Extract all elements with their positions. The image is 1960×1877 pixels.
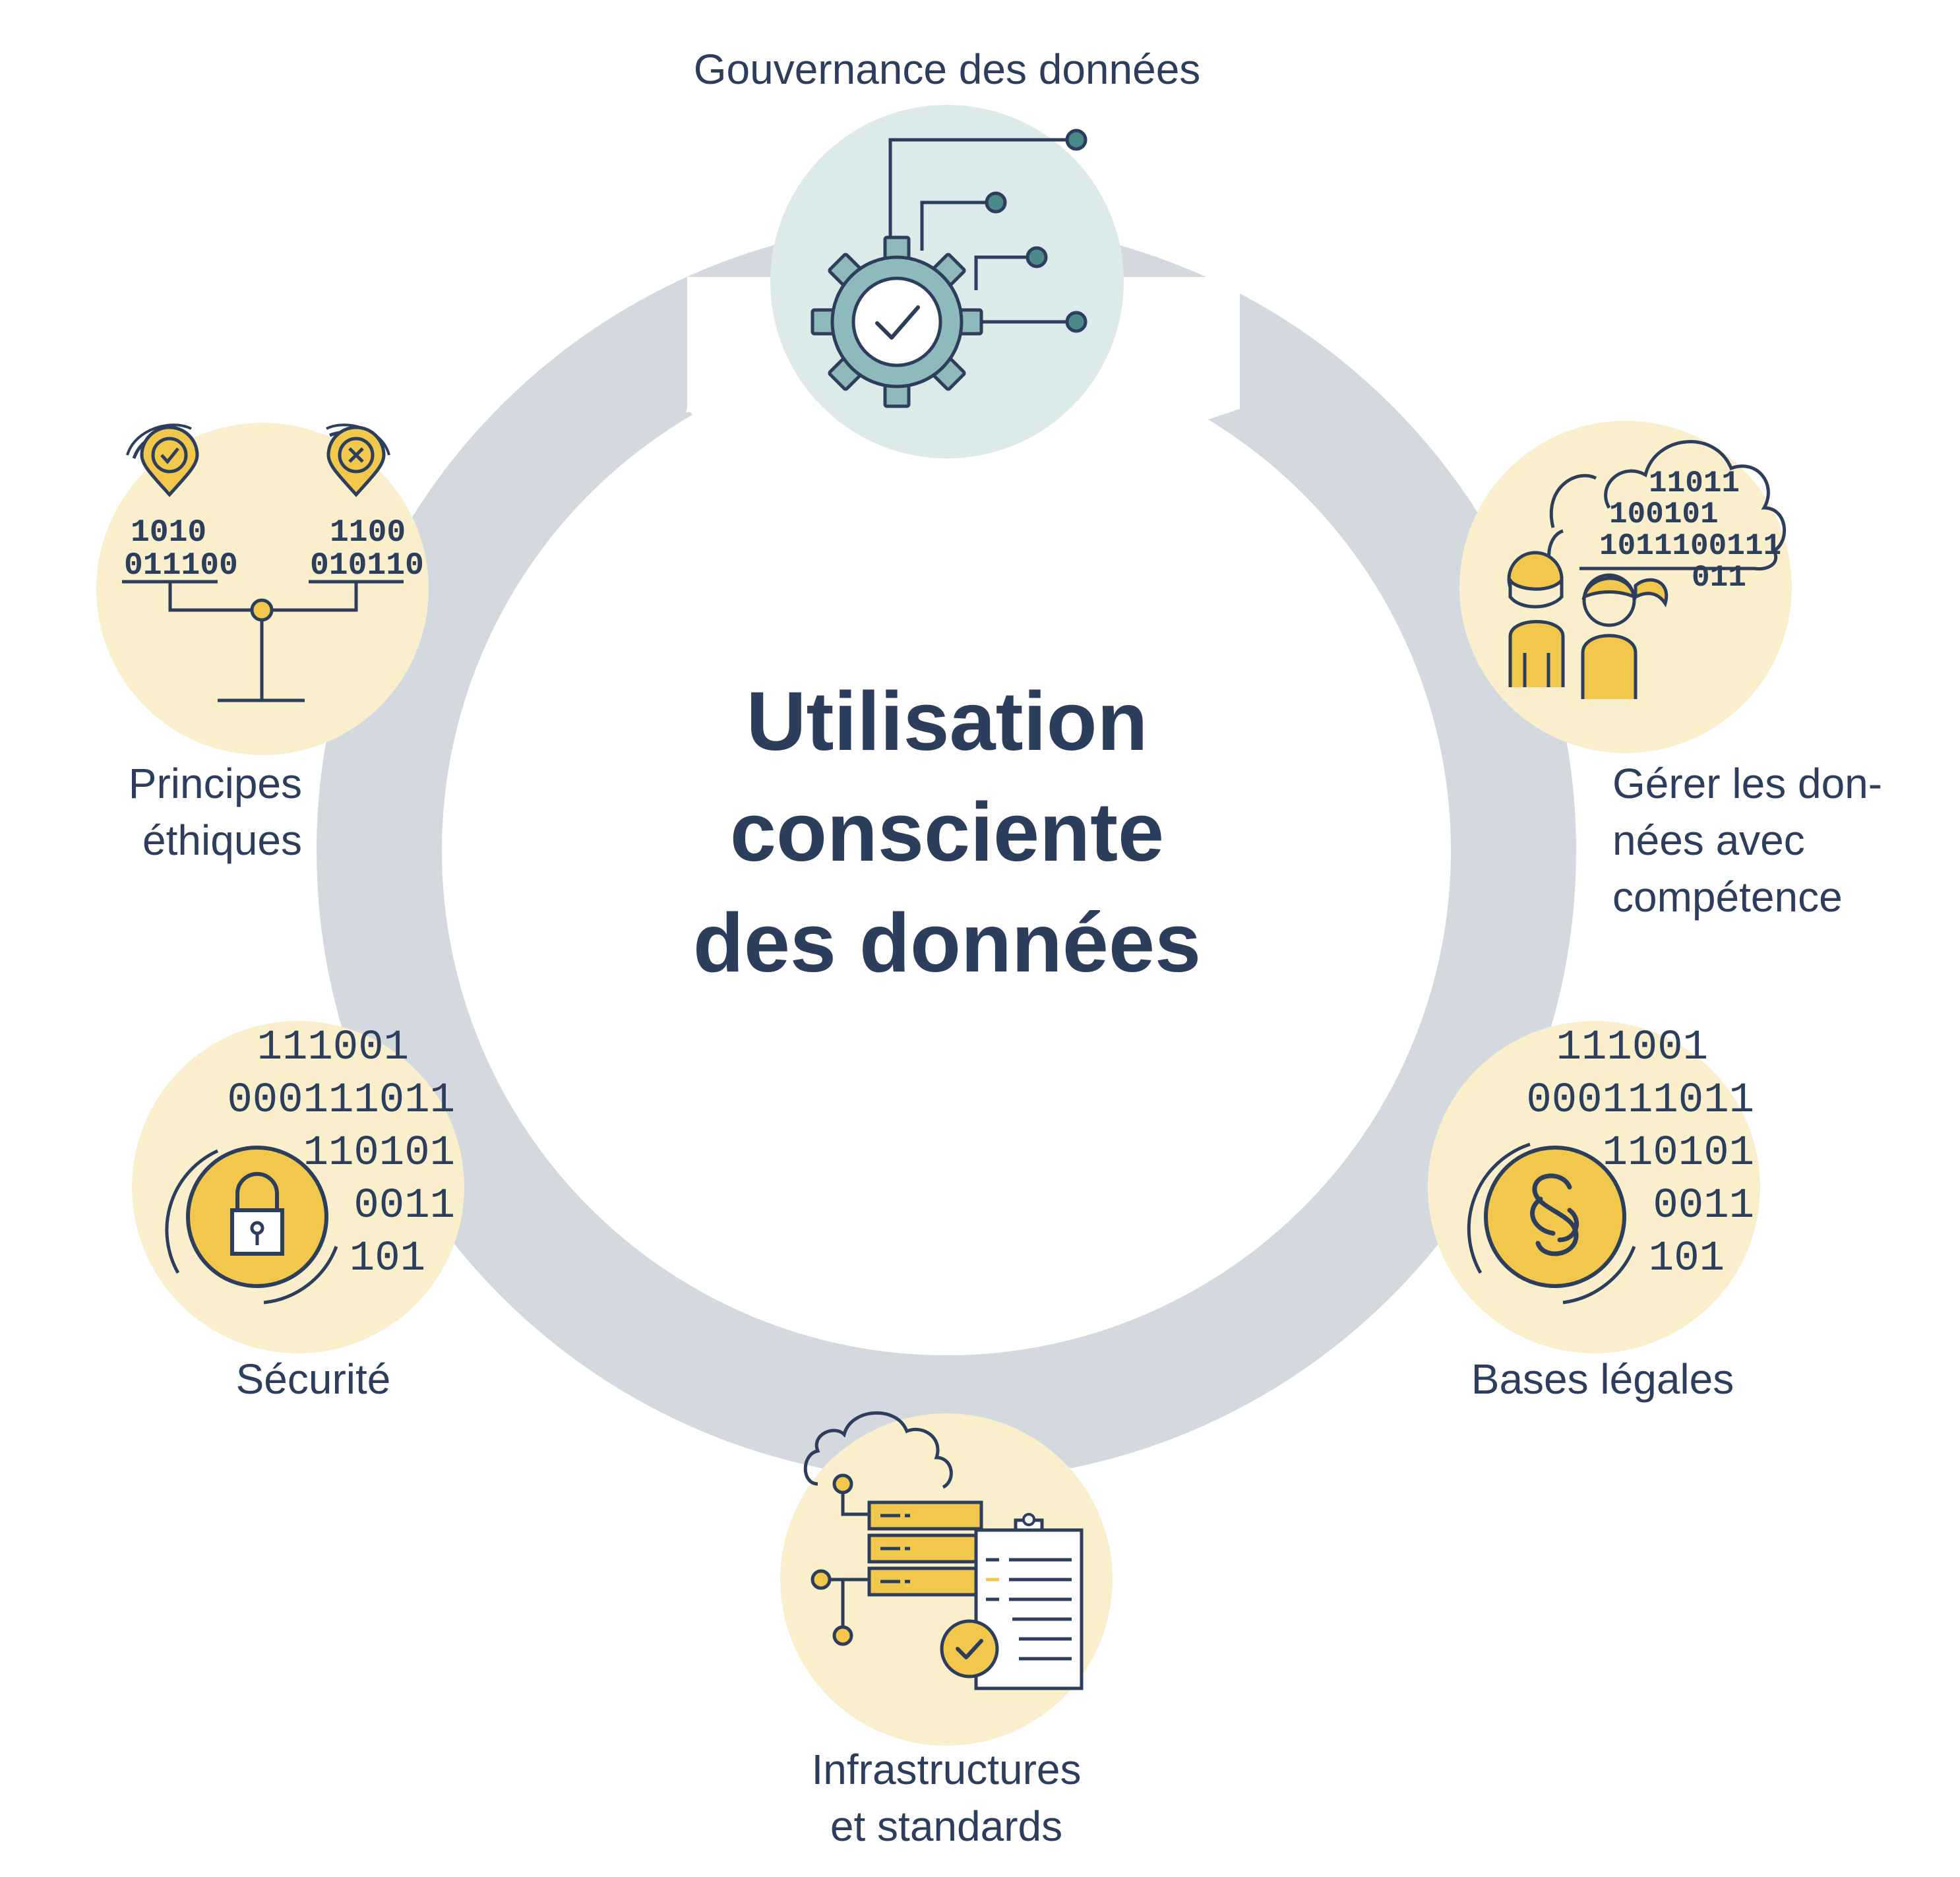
label-line: compétence — [1612, 873, 1843, 921]
binary-code-line-4: 0011 — [1653, 1183, 1754, 1230]
node-label-competence: Gérer les don- nées avec compétence — [1612, 755, 1942, 925]
binary-cloud-line-1: 11011 — [1649, 466, 1740, 501]
label-line: éthiques — [142, 816, 302, 864]
binary-code-line-3: 110101 — [303, 1130, 455, 1177]
label-line: Bases légales — [1471, 1355, 1734, 1403]
diagram-title: Utilisation consciente des données — [584, 666, 1310, 999]
label-line: Sécurité — [235, 1355, 391, 1403]
binary-cloud-line-4: 011 — [1692, 561, 1746, 595]
node-label-gouvernance: Gouvernance des données — [617, 41, 1277, 98]
binary-code-line-5: 101 — [1649, 1235, 1725, 1283]
label-line: Infrastructures — [811, 1746, 1082, 1793]
binary-cloud-line-2: 100101 — [1609, 497, 1719, 532]
title-line-3: des données — [692, 896, 1202, 989]
node-label-securite: Sécurité — [148, 1351, 478, 1407]
binary-left-line-1: 1010 — [131, 515, 206, 551]
binary-cloud-line-3: 1011100111 — [1599, 529, 1781, 563]
node-label-infra: Infrastructures et standards — [683, 1741, 1210, 1855]
binary-code-line-2: 000111011 — [1526, 1077, 1754, 1124]
node-label-ethique: Principes éthiques — [33, 755, 302, 869]
binary-left-line-2: 011100 — [124, 548, 238, 584]
binary-code-line-1: 111001 — [257, 1024, 409, 1072]
binary-code-line-1: 111001 — [1556, 1024, 1708, 1072]
binary-right-line-1: 1100 — [330, 515, 406, 551]
binary-right-line-2: 010110 — [310, 548, 424, 584]
label-line: Gouvernance des données — [693, 46, 1201, 93]
node-label-bases: Bases légales — [1405, 1351, 1800, 1407]
binary-code-line-4: 0011 — [353, 1183, 455, 1230]
label-line: Principes — [128, 760, 302, 807]
binary-code-line-5: 101 — [350, 1235, 425, 1283]
binary-code-line-2: 000111011 — [227, 1077, 455, 1124]
label-line: Gérer les don- — [1612, 760, 1883, 807]
title-line-2: consciente — [729, 785, 1165, 878]
title-line-1: Utilisation — [746, 675, 1148, 768]
binary-code-line-3: 110101 — [1603, 1130, 1754, 1177]
label-line: et standards — [830, 1802, 1063, 1850]
label-line: nées avec — [1612, 816, 1805, 864]
